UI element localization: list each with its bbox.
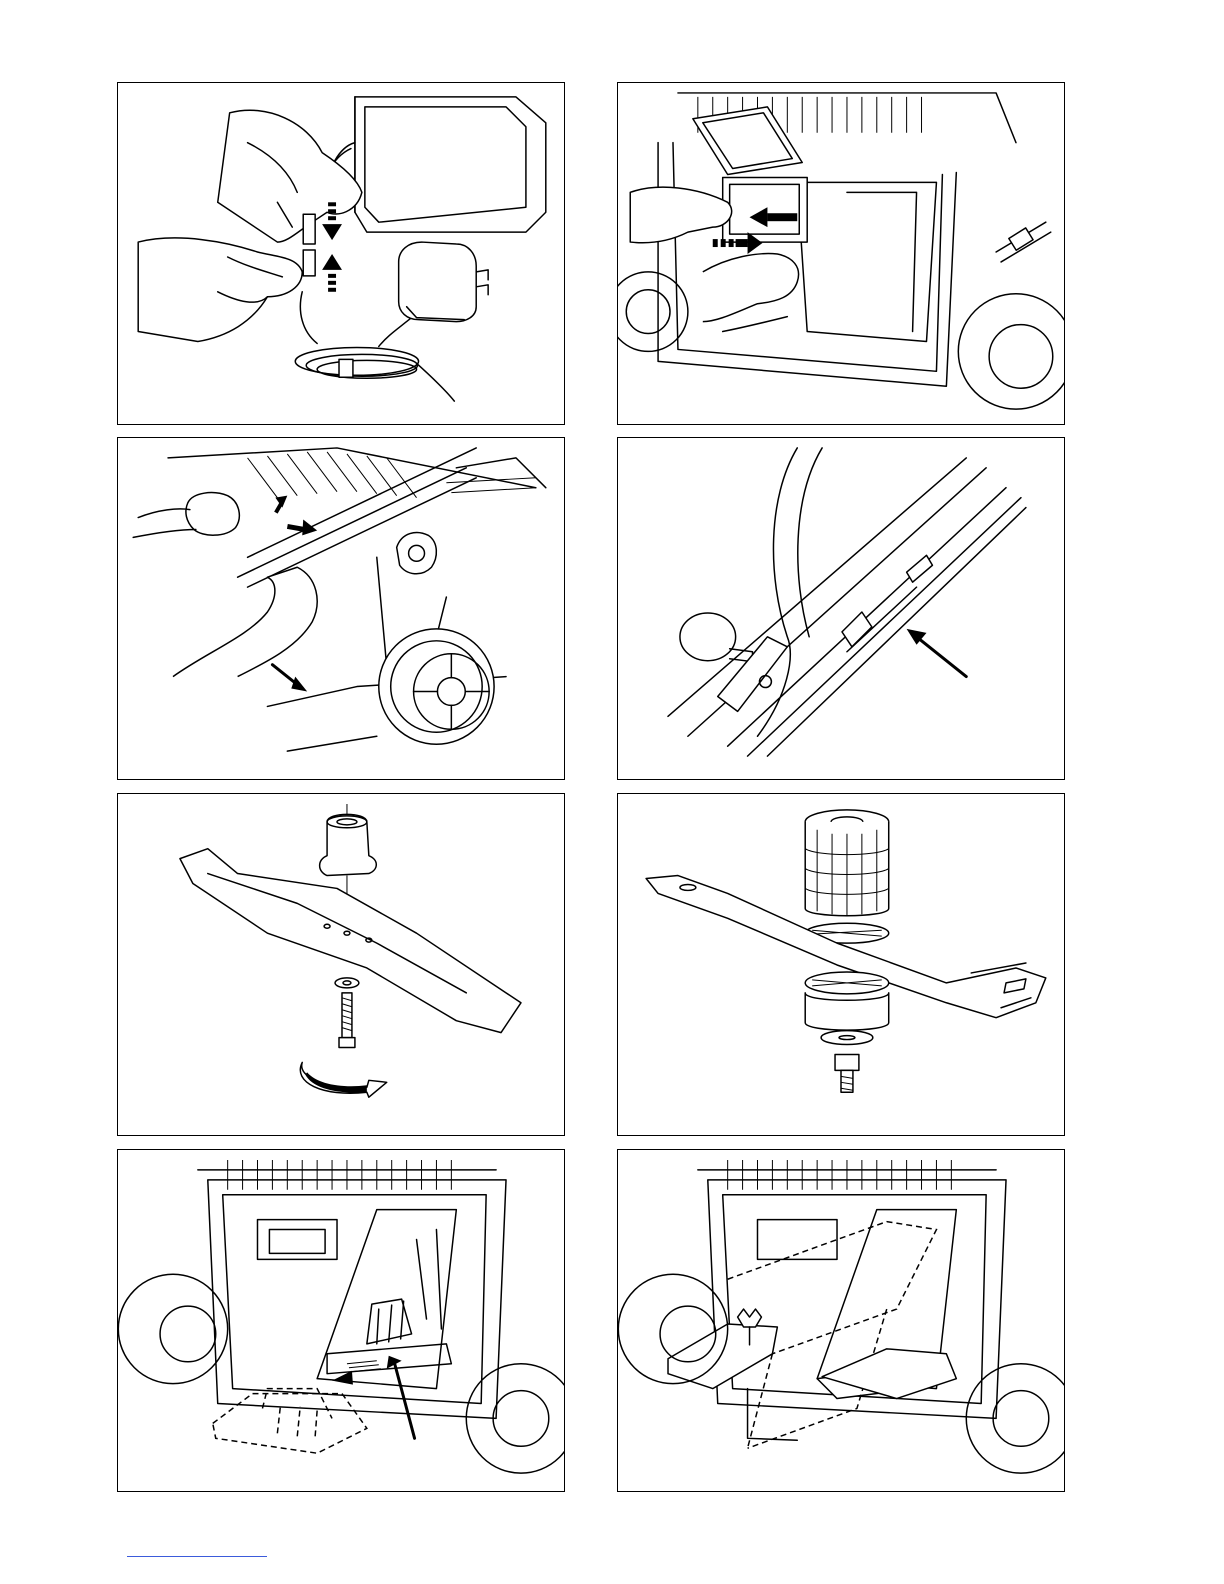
plug-lower — [303, 250, 315, 276]
rotate-clockwise-icon — [300, 1062, 386, 1097]
plug-upper — [303, 214, 315, 244]
left-wheel — [118, 1274, 227, 1383]
battery-compartment-illustration — [618, 83, 1064, 424]
grill — [728, 1160, 952, 1190]
adjust-knob — [680, 613, 736, 661]
blade-bolt-illustration — [118, 794, 564, 1135]
handle-closeup-illustration — [618, 438, 1064, 779]
figure-blade-bolt — [117, 793, 565, 1136]
figure-deflector-removal — [117, 1149, 565, 1492]
right-wheel — [958, 294, 1064, 409]
lower-hand — [138, 238, 302, 342]
deflector-removed-dashed — [213, 1389, 367, 1454]
arrow-right-icon — [287, 520, 317, 536]
spacer — [805, 993, 889, 1030]
blade-assembly-illustration — [618, 794, 1064, 1135]
arrow-up-left-icon — [274, 496, 287, 514]
mulch-plate-front — [668, 1324, 777, 1389]
footer-link-underline[interactable] — [127, 1556, 267, 1557]
figure-blade-assembly-exploded — [617, 793, 1065, 1136]
bolt — [339, 993, 355, 1048]
handle-knob — [397, 533, 437, 574]
arrow-up-icon — [322, 254, 342, 292]
charger-connection-illustration — [118, 83, 564, 424]
mulch-plate-illustration — [618, 1150, 1064, 1491]
figure-battery-compartment — [617, 82, 1065, 425]
left-hand — [630, 187, 731, 243]
figure-handle-closeup — [617, 437, 1065, 780]
arrow-down-right-icon — [272, 665, 307, 692]
arrow-up-left-icon — [907, 629, 967, 677]
fan-cylinder — [805, 810, 889, 916]
deflector-removal-illustration — [118, 1150, 564, 1491]
figure-mulch-plate — [617, 1149, 1065, 1492]
hand — [173, 567, 317, 676]
washer — [335, 978, 359, 988]
grill — [228, 1160, 452, 1190]
right-hand — [703, 254, 799, 322]
washer — [821, 1031, 873, 1045]
compartment-lid — [693, 107, 802, 175]
handle-attachment-illustration — [118, 438, 564, 779]
figure-handle-attachment — [117, 437, 565, 780]
figure-charger-connection — [117, 82, 565, 425]
bolt — [835, 1054, 859, 1092]
